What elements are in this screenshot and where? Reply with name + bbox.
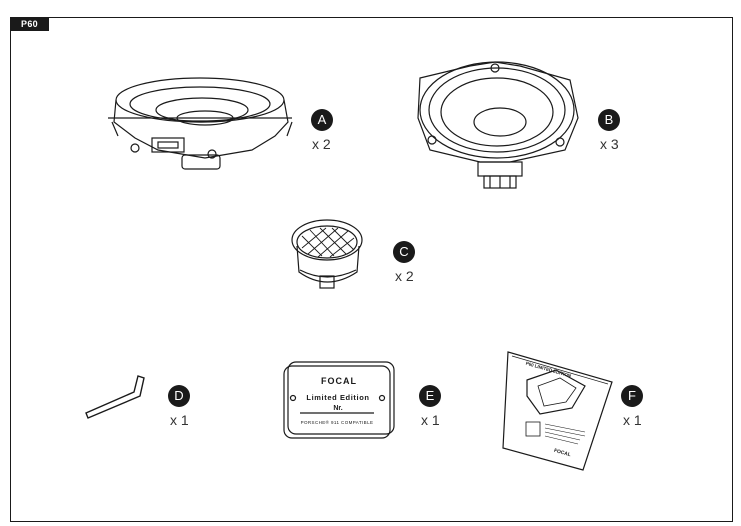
badge-f: F [621,385,643,407]
qty-d: x 1 [170,412,189,428]
plaque-brand: FOCAL [321,376,357,386]
plaque-line2: Nr. [333,405,342,412]
plaque-line1: Limited Edition [306,393,369,402]
qty-b: x 3 [600,136,619,152]
woofer-speaker-icon [108,77,293,170]
qty-f: x 1 [623,412,642,428]
page-tag: P60 [10,17,49,31]
plaque-footer: PORSCHE® 911 COMPATIBLE [301,419,374,425]
tweeter-icon [291,219,363,289]
badge-b: B [598,109,620,131]
plaque-icon [283,361,395,439]
allen-key-icon [85,375,145,419]
manual-brand: FOCAL [553,448,571,459]
midrange-speaker-icon [417,61,579,189]
badge-a: A [311,109,333,131]
qty-c: x 2 [395,268,414,284]
manual-icon [502,351,613,471]
badge-e: E [419,385,441,407]
page-frame [10,17,733,522]
qty-e: x 1 [421,412,440,428]
badge-c: C [393,241,415,263]
qty-a: x 2 [312,136,331,152]
badge-d: D [168,385,190,407]
